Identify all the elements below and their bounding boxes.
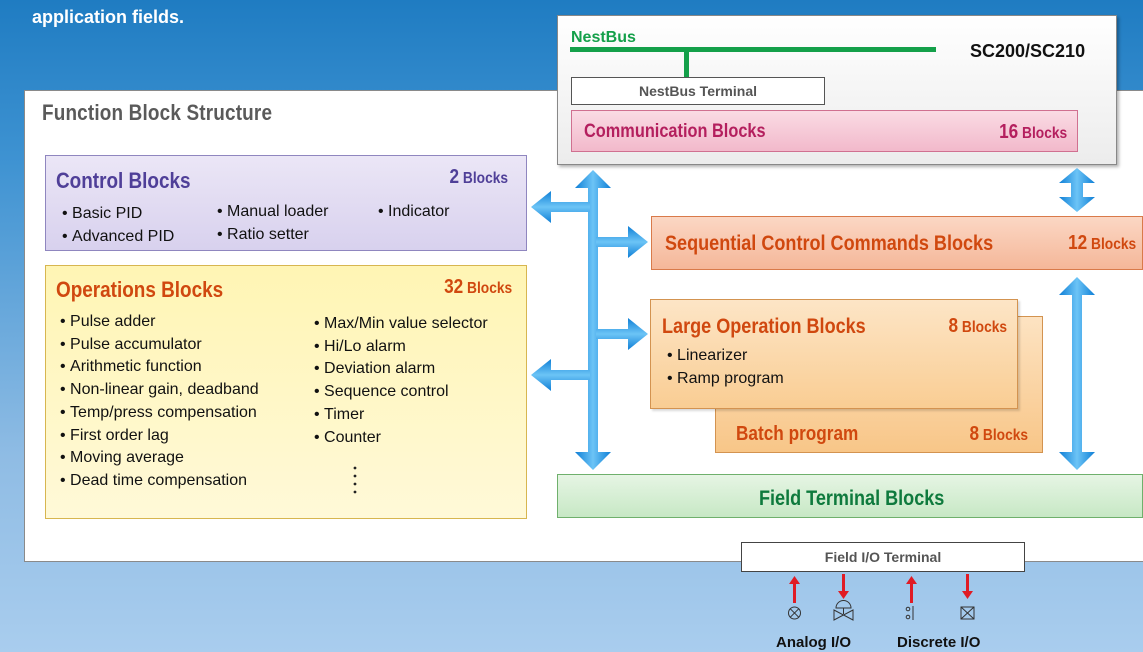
discrete-output-arrow <box>962 574 973 599</box>
list-item: Max/Min value selector <box>314 313 488 336</box>
list-item: Deviation alarm <box>314 358 488 381</box>
field-terminal-title: Field Terminal Blocks <box>759 487 945 510</box>
list-item: Moving average <box>60 447 259 470</box>
discrete-input-arrow <box>906 576 917 603</box>
nestbus-label: NestBus <box>571 29 636 46</box>
field-io-devices <box>788 574 975 621</box>
control-link-arrow <box>531 191 590 223</box>
communication-blocks-title: Communication Blocks <box>584 121 766 142</box>
list-item: Non-linear gain, deadband <box>60 379 259 402</box>
control-list-1: Basic PID Advanced PID <box>62 202 174 248</box>
list-item: Linearizer <box>667 344 784 367</box>
large-link-arrow <box>596 318 648 350</box>
comm-link-arrow <box>1059 168 1095 212</box>
sensor-icon <box>788 606 801 620</box>
switch-icon <box>905 606 914 620</box>
field-io-terminal: Field I/O Terminal <box>741 542 1025 572</box>
controller-model: SC200/SC210 <box>970 41 1086 61</box>
analog-output-arrow <box>838 574 849 599</box>
more-items-ellipsis <box>353 466 357 494</box>
intro-text: application fields. <box>32 7 185 27</box>
list-item: Ratio setter <box>217 223 328 246</box>
list-item: Pulse adder <box>60 311 259 334</box>
nestbus-terminal: NestBus Terminal <box>571 77 825 105</box>
list-item: Indicator <box>378 200 449 223</box>
large-operation-list: Linearizer Ramp program <box>667 344 784 390</box>
nestbus-line <box>570 47 936 78</box>
control-list-3: Indicator <box>378 200 449 223</box>
control-blocks-title: Control Blocks <box>56 168 191 193</box>
operations-blocks: Operations Blocks 32 Blocks Pulse adder … <box>45 265 527 519</box>
sequential-blocks-count: 12 Blocks <box>1067 232 1136 254</box>
field-terminal-blocks: Field Terminal Blocks <box>557 474 1143 518</box>
list-item: Advanced PID <box>62 225 174 248</box>
operations-list-2: Max/Min value selector Hi/Lo alarm Devia… <box>314 313 488 449</box>
valve-icon <box>833 600 854 621</box>
list-item: Temp/press compensation <box>60 402 259 425</box>
batch-program-count: 8 Blocks <box>969 423 1028 445</box>
list-item: Counter <box>314 427 488 450</box>
field-link-arrow <box>1059 277 1095 470</box>
nestbus-bus <box>570 47 936 52</box>
operations-list-1: Pulse adder Pulse accumulator Arithmetic… <box>60 311 259 493</box>
operations-blocks-title: Operations Blocks <box>56 277 224 302</box>
list-item: Arithmetic function <box>60 356 259 379</box>
operations-link-arrow <box>531 359 590 391</box>
analog-io-label: Analog I/O <box>776 634 851 651</box>
operations-blocks-count: 32 Blocks <box>443 276 512 298</box>
list-item: First order lag <box>60 425 259 448</box>
list-item: Pulse accumulator <box>60 334 259 357</box>
control-list-2: Manual loader Ratio setter <box>217 200 328 246</box>
communication-blocks: Communication Blocks 16 Blocks <box>571 110 1078 152</box>
list-item: Dead time compensation <box>60 470 259 493</box>
list-item: Hi/Lo alarm <box>314 336 488 359</box>
main-bus-arrow <box>575 170 611 470</box>
sequential-link-arrow <box>596 226 648 258</box>
control-blocks-count: 2 Blocks <box>449 166 508 188</box>
analog-input-arrow <box>789 576 800 603</box>
batch-program-title: Batch program <box>736 423 859 445</box>
list-item: Basic PID <box>62 202 174 225</box>
contact-icon <box>960 606 975 620</box>
large-operation-title: Large Operation Blocks <box>662 315 866 338</box>
nestbus-drop <box>684 52 689 78</box>
control-blocks: Control Blocks 2 Blocks Basic PID Advanc… <box>45 155 527 251</box>
large-operation-count: 8 Blocks <box>948 315 1007 337</box>
discrete-io-label: Discrete I/O <box>897 634 981 651</box>
communication-blocks-count: 16 Blocks <box>998 121 1067 143</box>
list-item: Ramp program <box>667 367 784 390</box>
sequential-blocks-title: Sequential Control Commands Blocks <box>665 232 994 255</box>
sequential-control-blocks: Sequential Control Commands Blocks 12 Bl… <box>651 216 1143 270</box>
list-item: Manual loader <box>217 200 328 223</box>
list-item: Timer <box>314 404 488 427</box>
large-operation-blocks: Large Operation Blocks 8 Blocks Lineariz… <box>650 299 1018 409</box>
panel-title: Function Block Structure <box>42 100 273 125</box>
list-item: Sequence control <box>314 381 488 404</box>
